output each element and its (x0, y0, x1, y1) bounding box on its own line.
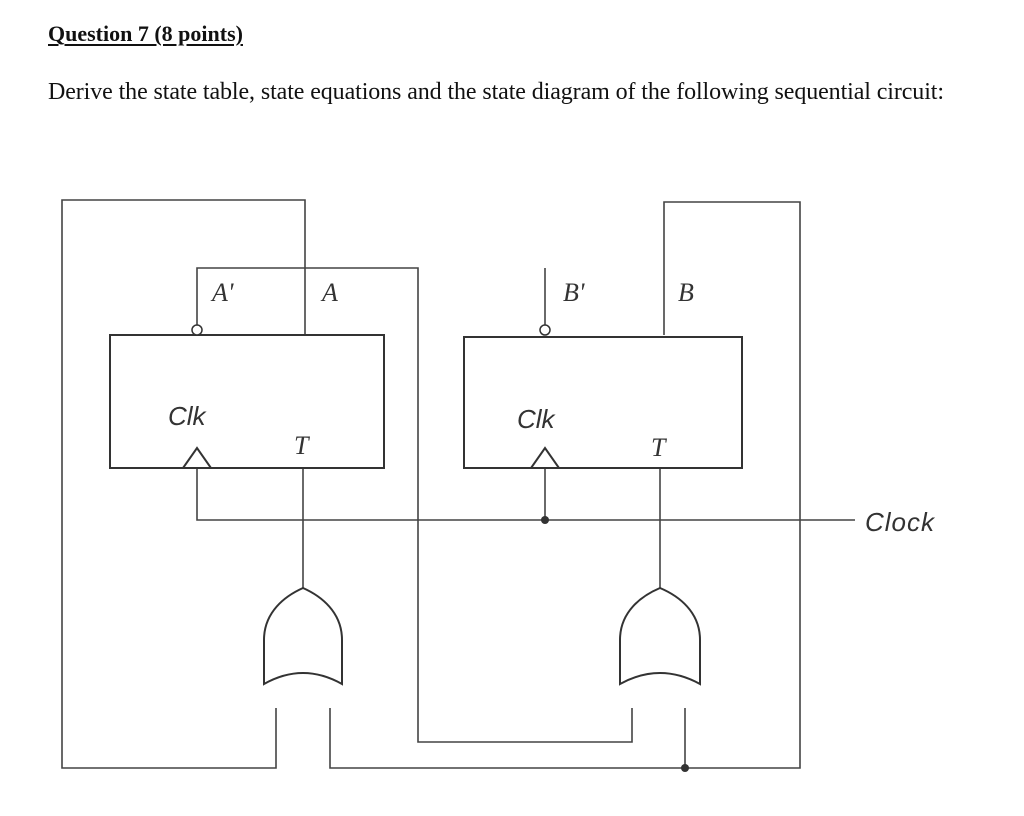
label-a-complement: A' (210, 278, 234, 307)
flipflop-a (109, 334, 385, 469)
question-heading: Question 7 (8 points) (48, 21, 243, 46)
flipflop-b-complement-bubble (539, 324, 551, 336)
wire-clock (196, 468, 855, 521)
label-b-t: T (651, 433, 667, 462)
flipflop-a-clock-triangle (181, 446, 213, 469)
wire-b-feedback-right (329, 201, 801, 769)
wire-a-to-or-b (305, 267, 633, 743)
label-a-output: A (320, 278, 338, 307)
label-b-output: B (678, 278, 694, 307)
clock-junction-dot (541, 516, 549, 524)
label-a-clk: Clk (168, 401, 208, 431)
label-b-complement: B' (563, 278, 585, 307)
wire-a-complement-stub (196, 267, 305, 328)
flipflop-b-clock-triangle (529, 446, 561, 469)
label-b-clk: Clk (517, 404, 557, 434)
wire-a-feedback-left (61, 199, 306, 769)
flipflop-b (463, 336, 743, 469)
flipflop-a-complement-bubble (191, 324, 203, 336)
label-a-t: T (294, 431, 310, 460)
b-feedback-junction-dot (681, 764, 689, 772)
question-prompt: Derive the state table, state equations … (48, 79, 944, 105)
or-gate-a (263, 586, 343, 686)
or-gate-b (619, 586, 701, 686)
label-clock: Clock (865, 507, 936, 537)
